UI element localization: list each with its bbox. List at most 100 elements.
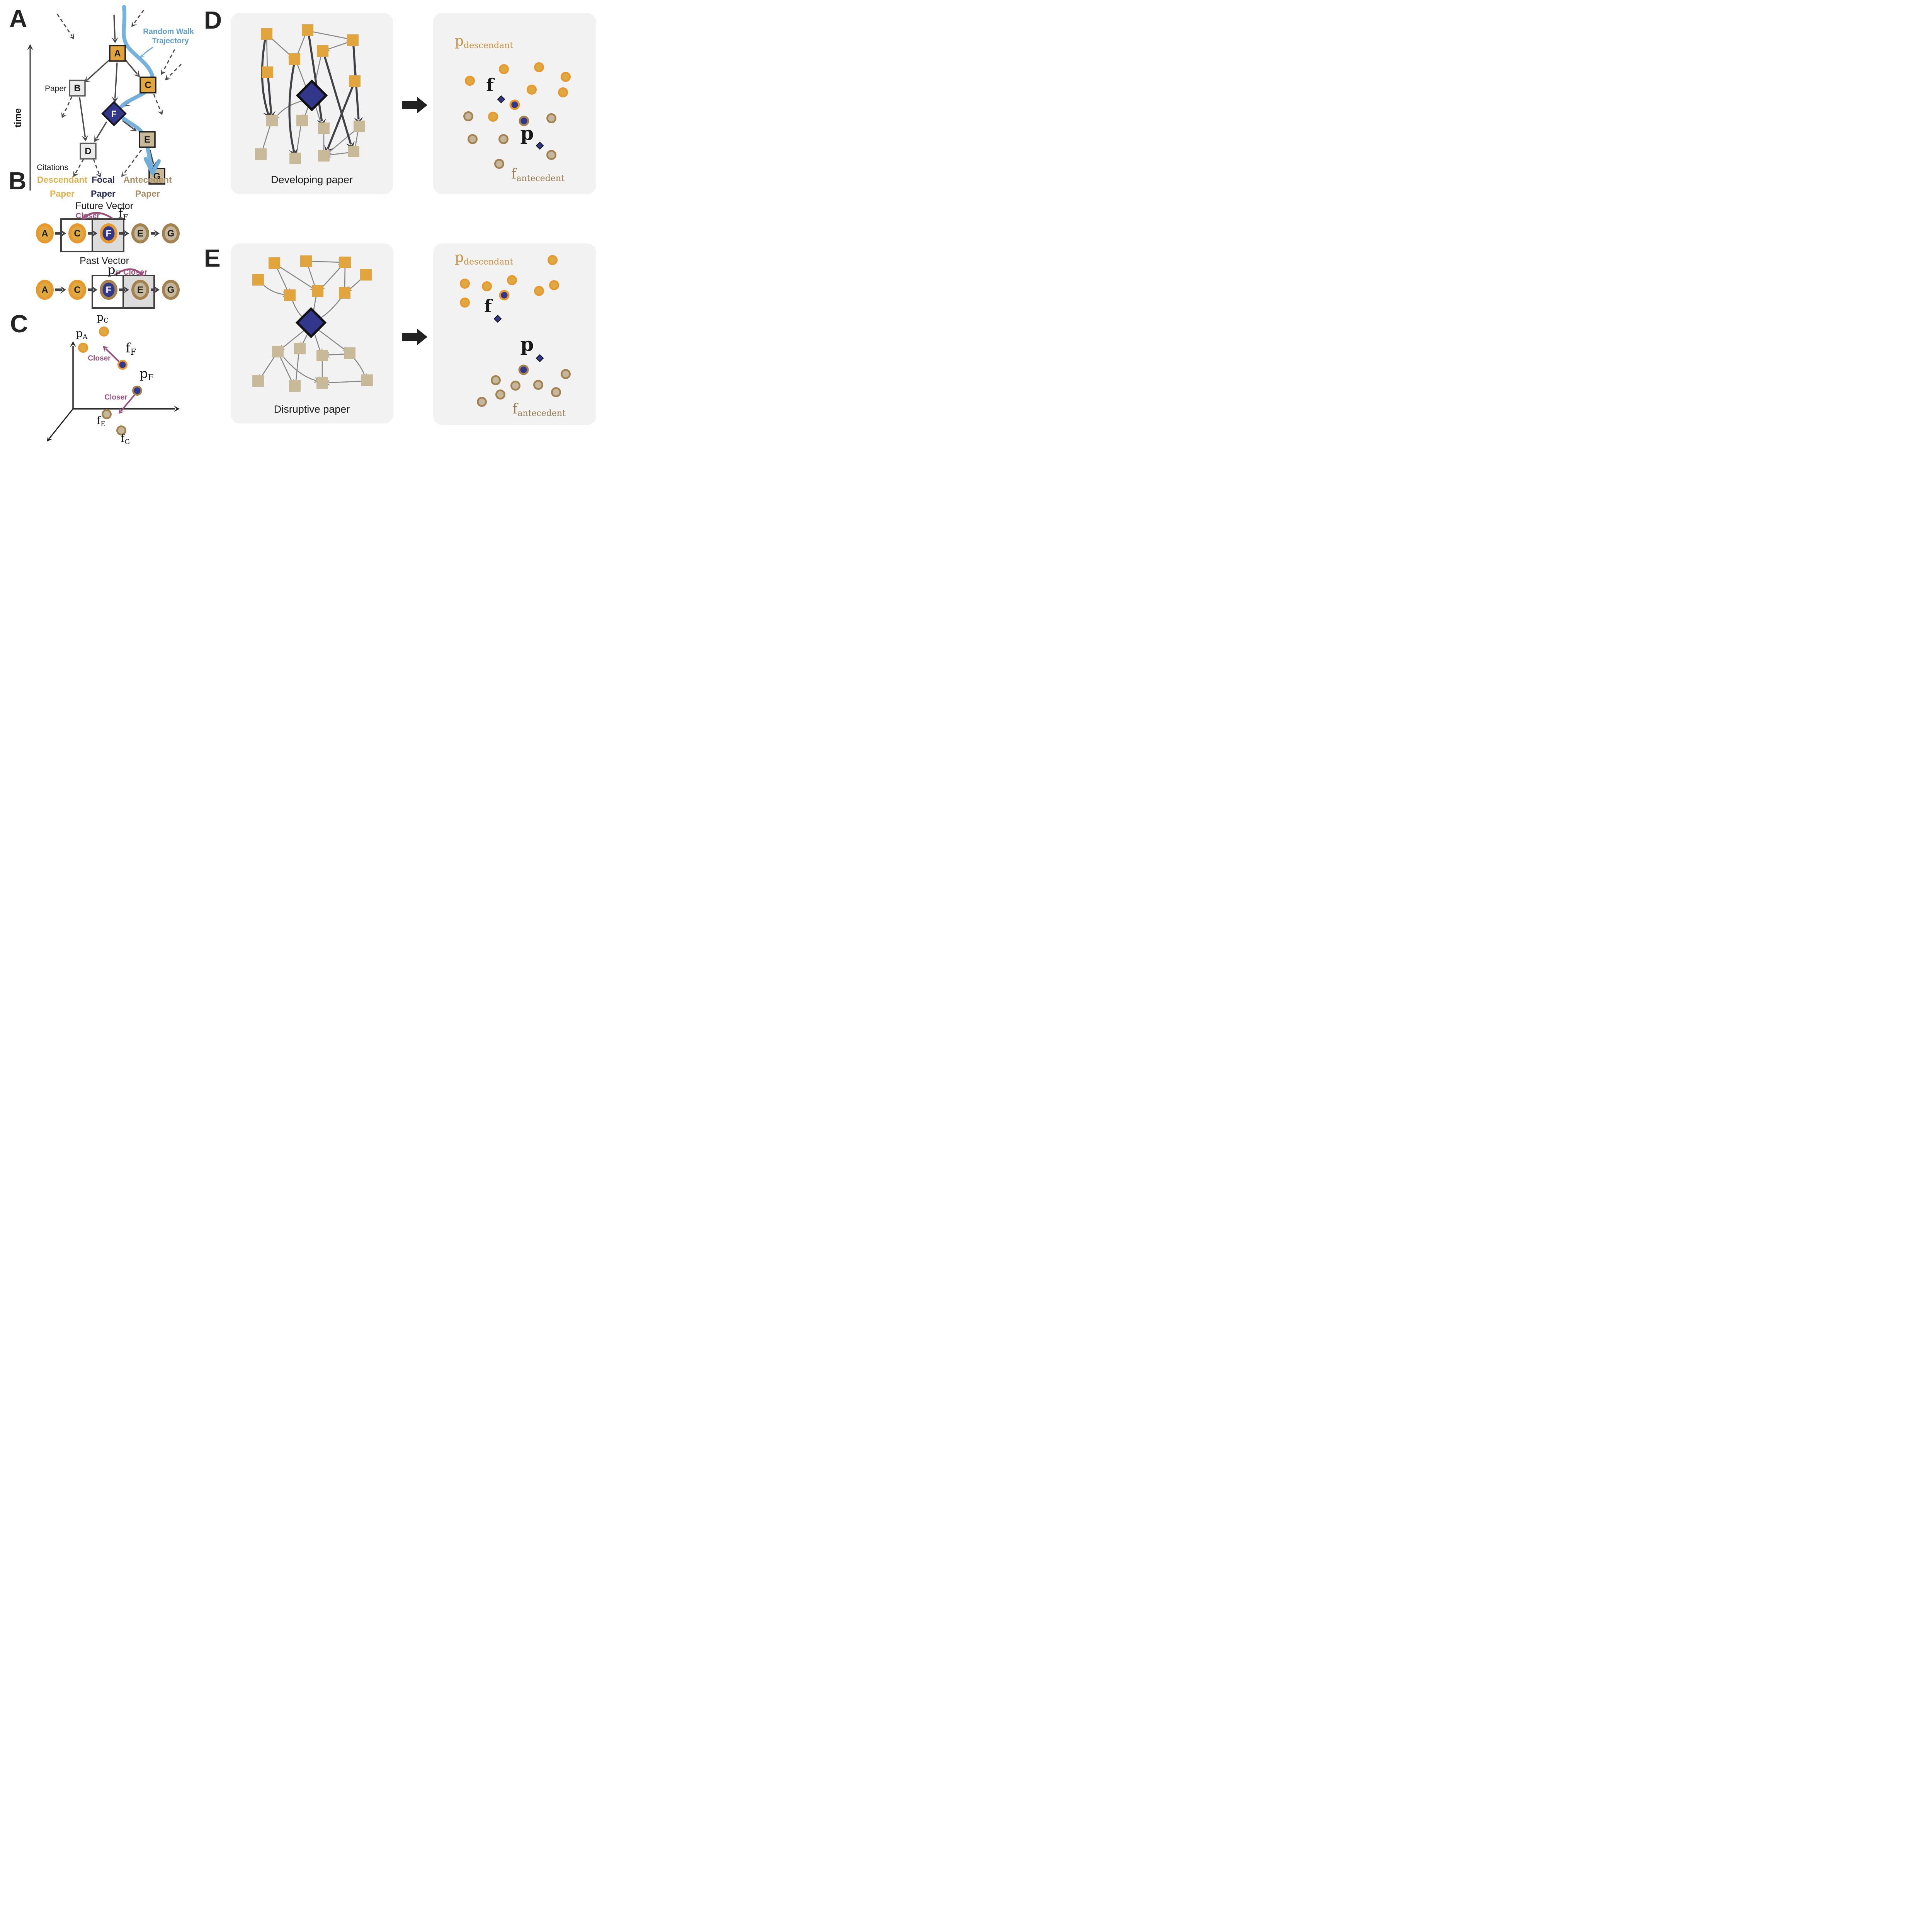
- antecedent-embedding-dot-core: [492, 377, 499, 384]
- time-axis-label: time: [13, 108, 23, 127]
- antecedent-embedding-dot-core: [469, 136, 476, 143]
- citation-arrow: [124, 58, 138, 75]
- random-walk-trajectory-head: [144, 157, 161, 175]
- descendant-embedding-dot-core: [560, 89, 566, 96]
- y-axis-head: [70, 341, 76, 347]
- vector-point-p-A-core: [80, 344, 87, 351]
- network-caption: Developing paper: [271, 174, 353, 185]
- dashed-citation-arrow: [56, 14, 73, 37]
- descendant-embedding-dot-core: [536, 64, 543, 71]
- focal-paper-node: [296, 79, 328, 112]
- dashed-citation-arrow-head: [157, 109, 163, 115]
- descendant-paper-node: [349, 75, 361, 87]
- citation-arrow: [149, 150, 154, 164]
- focal-past-embedding-dot-core: [520, 117, 527, 124]
- descendant-embedding-dot-core: [509, 277, 515, 284]
- closer-arrow: [114, 268, 142, 276]
- chain-node-A-core: [39, 282, 51, 297]
- antecedent-embedding-dot-core: [548, 151, 555, 158]
- chain-node-letter: A: [41, 285, 48, 295]
- vector-point-label: pA: [76, 327, 88, 341]
- z-axis: [49, 408, 74, 439]
- citation-arrow-head: [111, 37, 119, 43]
- chain-node-letter: G: [167, 228, 175, 239]
- dashed-citation-arrow-head: [73, 170, 79, 177]
- chain-arrow-head: [154, 230, 160, 237]
- dashed-citation-arrow: [93, 159, 100, 175]
- legend-antecedent-paper: Paper: [135, 189, 160, 199]
- bypass-citation-edge: [288, 60, 296, 152]
- citation-arrow: [113, 14, 116, 39]
- dashed-citation-arrow-head: [95, 172, 102, 178]
- paper-node-C: [139, 77, 156, 94]
- chain-arrow-head: [92, 286, 97, 294]
- paper-node-letter: B: [74, 83, 80, 94]
- antecedent-embedding-dot-core: [562, 371, 569, 378]
- antecedent-paper-node: [255, 148, 267, 160]
- descendant-embedding-dot-core: [562, 73, 569, 80]
- chain-node-letter: C: [74, 228, 80, 239]
- closer-arrow-head: [103, 346, 109, 352]
- citation-arrow-head: [133, 70, 140, 77]
- closer-arrow: [83, 212, 114, 219]
- trajectory-pointer-arrow-head: [140, 53, 145, 58]
- paper-node-letter: E: [144, 134, 150, 145]
- panel-label-e: E: [204, 244, 221, 272]
- chain-node-letter: E: [137, 228, 143, 239]
- closer-arrow-head: [137, 270, 144, 276]
- descendant-paper-node: [302, 24, 313, 36]
- closer-label: Closer: [76, 212, 100, 220]
- descendant-paper-node: [289, 53, 300, 65]
- antecedent-embedding-dot-core: [512, 382, 519, 389]
- dashed-citation-arrow: [133, 10, 145, 24]
- paper-node-letter: A: [114, 48, 121, 59]
- chain-node-F-core: [102, 282, 115, 297]
- citation-edge: [328, 380, 365, 383]
- descendant-paper-node: [312, 285, 323, 297]
- chain-node-G-core: [165, 226, 177, 241]
- chain-arrow-head: [60, 286, 66, 294]
- descendant-paper-node: [339, 287, 350, 299]
- antecedent-paper-node: [348, 146, 359, 157]
- network-caption: Disruptive paper: [274, 403, 350, 415]
- antecedent-embedding-dot-core: [500, 136, 507, 143]
- chain-node-letter: A: [41, 228, 48, 239]
- antecedent-embedding-dot-core: [478, 398, 485, 405]
- citation-arrow-head: [81, 134, 88, 141]
- chain-node-A-core: [39, 226, 51, 241]
- vector-point-label: pF: [139, 366, 153, 382]
- dashed-citation-arrow-head: [165, 74, 171, 80]
- closer-label: Closer: [104, 393, 128, 401]
- trajectory-label-line2: Trajectory: [152, 37, 189, 45]
- dashed-citation-arrow-head: [131, 20, 137, 27]
- antecedent-paper-node: [354, 121, 365, 132]
- p-descendant-label: pdescendant: [455, 250, 513, 267]
- descendant-paper-node: [252, 274, 264, 286]
- paper-node-letter: D: [85, 146, 91, 156]
- focal-paper-node-F: [101, 101, 127, 126]
- focal-future-embedding-dot-core: [501, 292, 508, 299]
- descendant-embedding-dot-core: [461, 299, 468, 306]
- antecedent-paper-node: [316, 377, 328, 389]
- descendant-embedding-dot-core: [551, 282, 558, 289]
- antecedent-paper-node: [272, 346, 284, 357]
- focal-f-label: f: [484, 296, 493, 316]
- descendant-paper-node: [261, 28, 272, 40]
- antecedent-paper-node: [252, 375, 264, 387]
- vector-point-label: pC: [97, 311, 109, 325]
- legend-focal: Focal: [92, 175, 115, 185]
- citation-edge: [307, 260, 339, 263]
- descendant-paper-node: [317, 45, 328, 57]
- time-axis-head: [27, 44, 33, 50]
- bypass-citation-edge: [322, 52, 352, 145]
- antecedent-embedding-dot-core: [535, 381, 542, 388]
- panel-label-b: B: [9, 167, 27, 195]
- dashed-citation-arrow-head: [121, 170, 127, 177]
- bypass-citation-edge: [307, 31, 323, 122]
- antecedent-paper-node: [361, 374, 373, 386]
- chain-node-C-core: [71, 226, 83, 241]
- x-axis-head: [174, 406, 180, 412]
- chain-node-E-core: [134, 282, 146, 297]
